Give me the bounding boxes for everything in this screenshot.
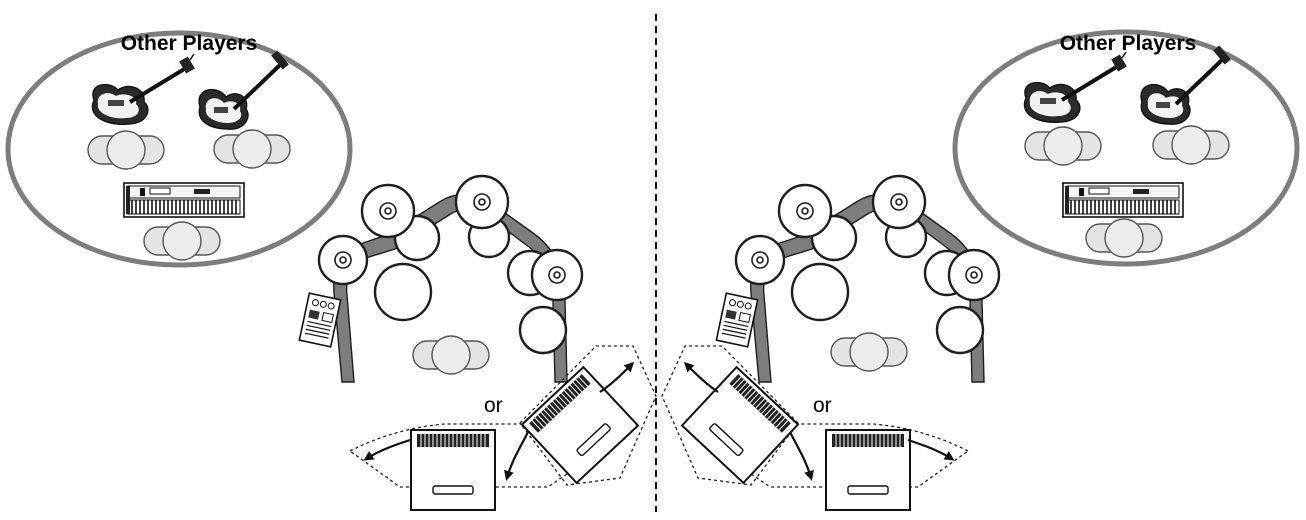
arrow-icon [686, 364, 718, 392]
left-setup: Other Players or [8, 32, 656, 510]
other-players-label: Other Players [121, 32, 258, 55]
amplifier-icon [682, 367, 798, 483]
person-icon [1153, 126, 1229, 164]
electric-guitar-icon [1024, 52, 1126, 122]
or-label: or [813, 394, 832, 417]
person-icon [413, 336, 489, 374]
bass-guitar-icon [199, 51, 289, 130]
arrow-icon [507, 432, 528, 478]
arrow-icon [600, 364, 632, 392]
right-setup: Other Players or [662, 32, 1297, 510]
keyboard-icon [1063, 183, 1183, 217]
person-icon [831, 333, 907, 371]
person-icon [88, 131, 164, 169]
keyboard-icon [124, 183, 244, 217]
amplifier-icon [826, 430, 910, 510]
amplifier-icon [522, 367, 638, 483]
arrow-icon [908, 440, 952, 459]
bass-guitar-icon [1141, 46, 1231, 125]
person-icon [1025, 127, 1101, 165]
other-players-label: Other Players [1060, 32, 1197, 55]
or-label: or [484, 394, 503, 417]
arrow-icon [790, 432, 811, 478]
arrow-icon [366, 440, 410, 459]
person-icon [1086, 219, 1162, 257]
amplifier-icon [411, 430, 495, 510]
person-icon [214, 130, 290, 168]
electric-guitar-icon [92, 54, 194, 124]
person-icon [144, 222, 220, 260]
